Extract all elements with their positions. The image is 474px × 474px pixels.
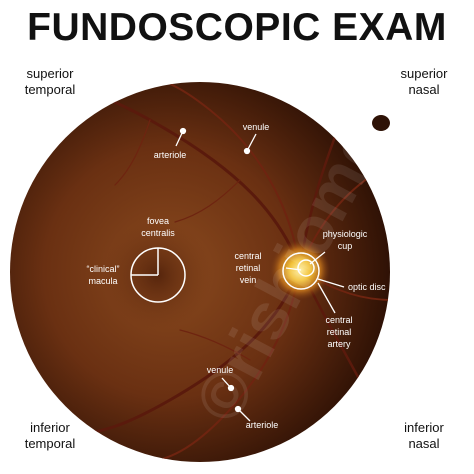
fundus-notch <box>372 115 390 131</box>
superior-temporal-line1: superior <box>26 66 74 81</box>
superior-temporal-label: superior temporal <box>0 66 100 98</box>
optic-disc-outline <box>282 252 320 290</box>
leader-lines <box>175 127 345 422</box>
inferior-temporal-line1: inferior <box>30 420 70 435</box>
macula-label-line2: macula <box>88 276 117 286</box>
arteriole-bottom-label: arteriole <box>246 420 279 430</box>
inferior-temporal-line2: temporal <box>24 436 76 451</box>
central-retinal-vein-label-line3: vein <box>240 275 257 285</box>
page-title: FUNDOSCOPIC EXAM <box>27 6 447 49</box>
inferior-nasal-line1: inferior <box>404 420 444 435</box>
physiologic-cup-outline <box>297 259 315 277</box>
venule-bottom-label: venule <box>207 365 234 375</box>
physiologic-cup-label-line2: cup <box>338 241 353 251</box>
central-retinal-vein-label-line1: central <box>234 251 261 261</box>
inferior-nasal-line2: nasal <box>408 436 440 451</box>
central-retinal-artery-label-line2: retinal <box>327 327 352 337</box>
central-retinal-artery-label-line1: central <box>325 315 352 325</box>
venule-top-label: venule <box>243 122 270 132</box>
central-retinal-artery-label-line3: artery <box>327 339 351 349</box>
physiologic-cup-label-line1: physiologic <box>323 229 368 239</box>
central-retinal-vein-label-line2: retinal <box>236 263 261 273</box>
superior-nasal-line2: nasal <box>408 82 440 97</box>
inferior-nasal-label: inferior nasal <box>374 420 474 452</box>
arteriole-top-label: arteriole <box>154 150 187 160</box>
fovea-label-line1: fovea <box>147 216 169 226</box>
fovea-label-line2: centralis <box>141 228 175 238</box>
superior-temporal-line2: temporal <box>24 82 76 97</box>
superior-nasal-label: superior nasal <box>374 66 474 98</box>
inferior-temporal-label: inferior temporal <box>0 420 100 452</box>
macula-label-line1: “clinical” <box>86 264 119 274</box>
optic-disc-label: optic disc <box>348 282 386 292</box>
superior-nasal-line1: superior <box>400 66 448 81</box>
